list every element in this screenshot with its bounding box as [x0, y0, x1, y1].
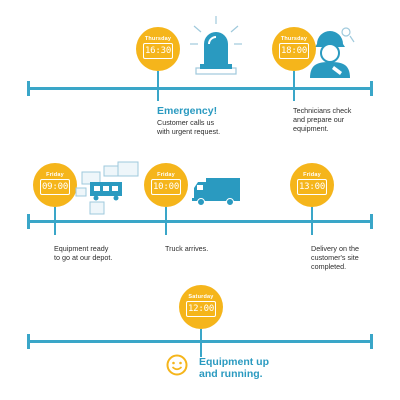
timeline-cap-left-row2 — [27, 214, 30, 229]
event-day: Thursday — [144, 36, 172, 42]
event-day: Friday — [157, 172, 175, 178]
event-caption: Truck arrives. — [165, 244, 209, 253]
timeline-cap-right-row1 — [370, 81, 373, 96]
event-day: Thursday — [280, 36, 308, 42]
event-caption: Equipment ready to go at our depot. — [54, 244, 113, 262]
timeline-cap-left-row3 — [27, 334, 30, 349]
emergency-title: Emergency! — [157, 105, 218, 117]
timeline-line-row2 — [28, 220, 372, 223]
final-title: Equipment up and running. — [199, 356, 269, 380]
event-day: Friday — [303, 172, 321, 178]
truck-icon — [192, 178, 240, 206]
event-badge-thursday-1800: Thursday 18:00 — [272, 27, 316, 71]
event-day: Friday — [46, 172, 64, 178]
event-time: 09:00 — [40, 179, 70, 195]
event-tick — [157, 71, 159, 101]
event-caption: Customer calls us with urgent request. — [157, 118, 221, 136]
event-time: 18:00 — [279, 43, 309, 59]
depot-equipment-icon — [75, 161, 139, 215]
event-caption: Delivery on the customer's site complete… — [311, 244, 359, 271]
event-badge-friday-1300: Friday 13:00 — [290, 163, 334, 207]
event-tick — [200, 329, 202, 357]
event-time: 13:00 — [297, 179, 327, 195]
timeline-cap-right-row3 — [370, 334, 373, 349]
event-day: Saturday — [188, 294, 214, 300]
alarm-light-icon — [190, 16, 242, 75]
event-tick — [54, 207, 56, 235]
event-tick — [293, 71, 295, 101]
event-time: 12:00 — [186, 301, 216, 317]
timeline-cap-left-row1 — [27, 81, 30, 96]
event-caption: Technicians check and prepare our equipm… — [293, 106, 352, 133]
event-tick — [165, 207, 167, 235]
event-time: 10:00 — [151, 179, 181, 195]
event-badge-saturday-1200: Saturday 12:00 — [179, 285, 223, 329]
event-badge-friday-1000: Friday 10:00 — [144, 163, 188, 207]
technician-icon — [310, 27, 355, 78]
timeline-cap-right-row2 — [370, 214, 373, 229]
event-badge-thursday-1630: Thursday 16:30 — [136, 27, 180, 71]
timeline-line-row1 — [28, 87, 372, 90]
smiley-icon — [166, 354, 188, 376]
event-tick — [311, 207, 313, 235]
event-badge-friday-0900: Friday 09:00 — [33, 163, 77, 207]
event-time: 16:30 — [143, 43, 173, 59]
